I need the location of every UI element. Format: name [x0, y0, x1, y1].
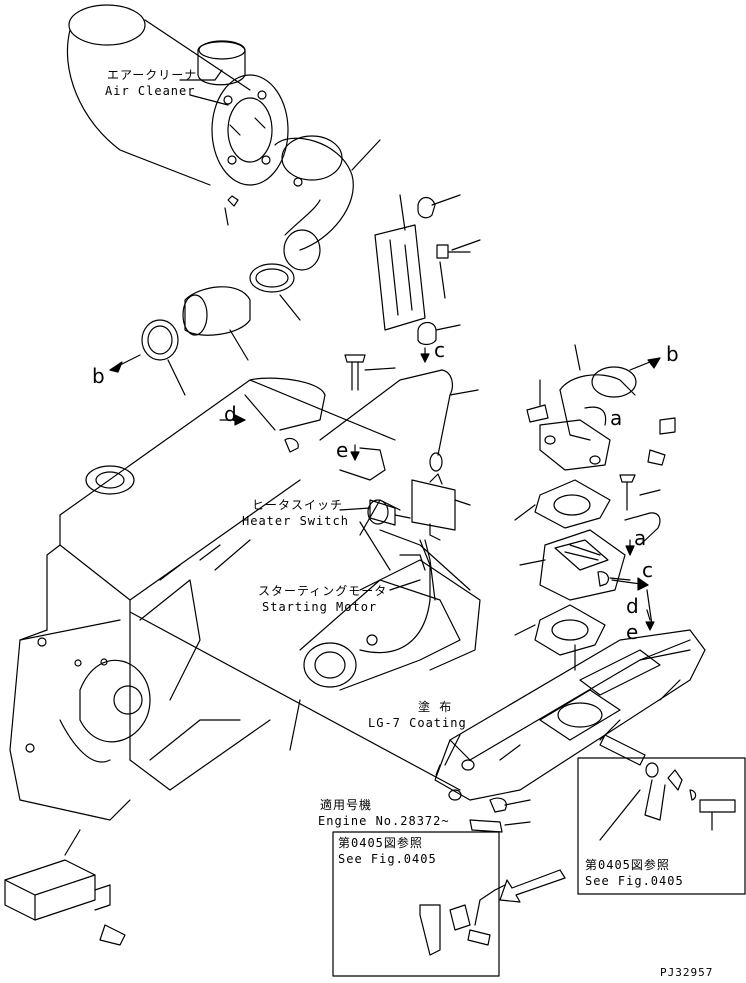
- intake-manifold: [434, 589, 706, 833]
- callout-d-right: d: [626, 594, 639, 618]
- gaskets: [514, 479, 611, 656]
- intake-pipe-right: [526, 344, 661, 471]
- dowel-parts: [599, 734, 736, 841]
- see-fig-right-label-jp: 第0405図参照: [585, 858, 670, 872]
- callout-c-top: c: [434, 338, 445, 362]
- callout-a-top: a: [610, 406, 623, 430]
- callout-b-left: b: [92, 364, 105, 388]
- callout-a-right: a: [634, 526, 647, 550]
- engine-no-label-jp: 適用号機: [320, 798, 373, 812]
- see-fig-left-label-jp: 第0405図参照: [338, 836, 423, 850]
- inset-detail-right: [577, 757, 746, 895]
- heater-switch: [339, 447, 471, 601]
- engine-no-label-en: Engine No.28372~: [318, 814, 450, 828]
- callout-b-right: b: [666, 342, 679, 366]
- inset-detail-left: [332, 831, 506, 977]
- air-cleaner-label-en: Air Cleaner: [105, 84, 196, 98]
- intake-elbow: [224, 135, 381, 271]
- starting-motor: [299, 499, 481, 691]
- callout-e-left: e: [336, 438, 349, 462]
- hose-clamps: [109, 263, 301, 396]
- see-fig-left-label-en: See Fig.0405: [338, 852, 437, 866]
- callout-e-right: e: [626, 620, 639, 644]
- callout-c-right: c: [642, 558, 653, 582]
- air-cleaner-label-jp: エアークリーナ: [107, 68, 198, 82]
- coating-label-en: LG-7 Coating: [368, 716, 467, 730]
- starting-motor-label-jp: スターティングモータ: [258, 584, 388, 598]
- see-fig-right-label-en: See Fig.0405: [585, 874, 684, 888]
- drawing-number: PJ32957: [660, 966, 714, 979]
- intake-heater: [519, 529, 631, 601]
- reference-arrow: [499, 869, 566, 903]
- callout-d-left: d: [224, 402, 237, 426]
- heater-switch-label-en: Heater Switch: [242, 514, 349, 528]
- shaft-part: [4, 829, 126, 946]
- air-cleaner: [66, 4, 289, 186]
- starting-motor-label-en: Starting Motor: [262, 600, 378, 614]
- label-leaders: [179, 69, 649, 776]
- mounting-bracket: [374, 194, 481, 363]
- coating-label-jp: 塗 布: [418, 700, 453, 714]
- engine-block: [9, 377, 461, 821]
- heater-wire-right: [619, 417, 676, 556]
- heater-switch-label-jp: ヒータスイッチ: [252, 498, 344, 512]
